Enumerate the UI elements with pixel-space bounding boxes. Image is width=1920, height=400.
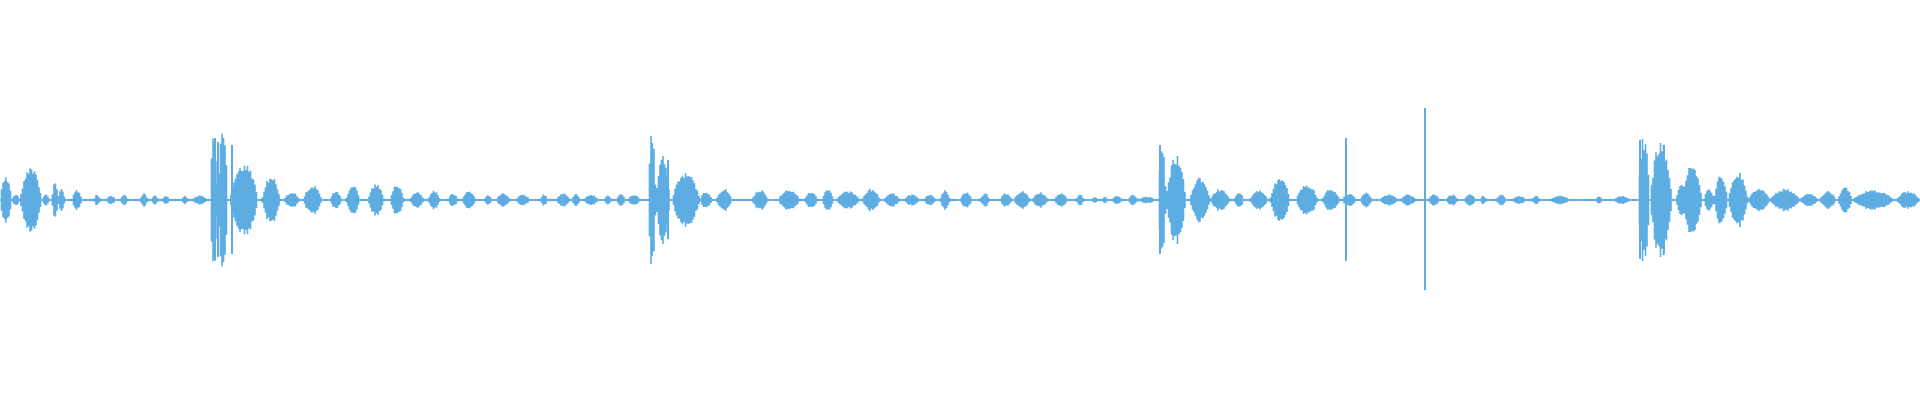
audio-waveform	[0, 108, 1920, 291]
